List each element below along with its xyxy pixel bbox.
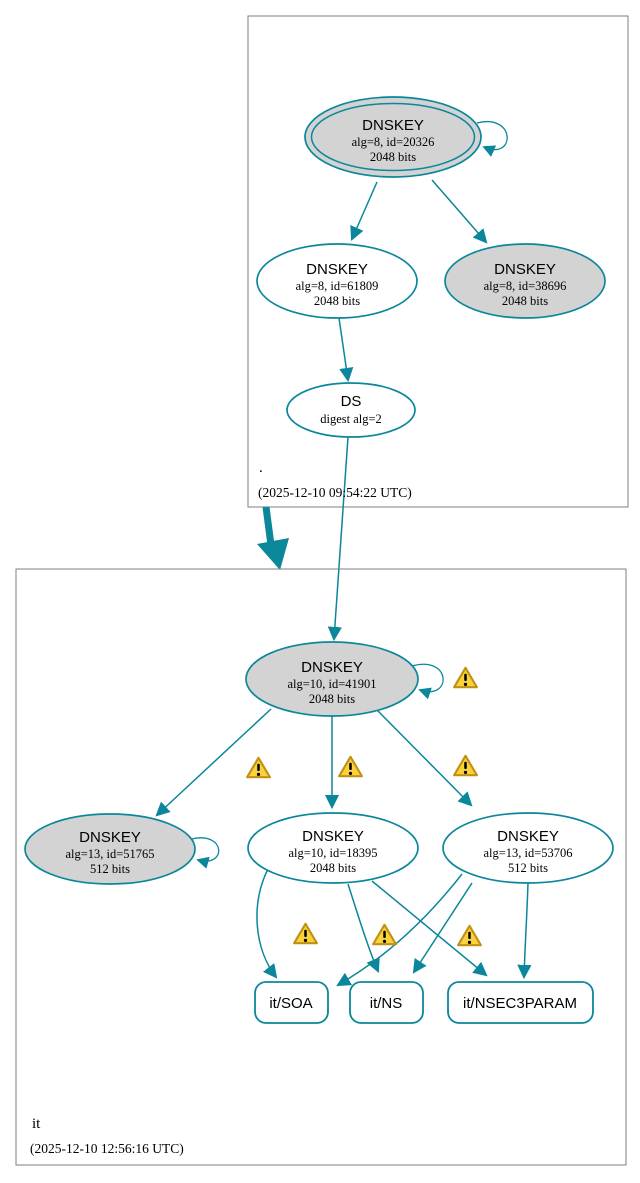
zone-box-root — [247, 15, 629, 508]
node-detail-alg: alg=10, id=18395 — [288, 846, 377, 860]
edge-20326-to-38696 — [431, 179, 488, 244]
node-detail-bits: 512 bits — [90, 862, 130, 876]
edge-18395-to-nsec3param — [371, 880, 488, 977]
node-title: DS — [341, 393, 362, 410]
warning-icon — [246, 756, 271, 779]
zone-label-it: it — [32, 1116, 41, 1132]
node-title: DNSKEY — [497, 828, 559, 845]
node-title: DNSKEY — [301, 659, 363, 676]
edge-41901-to-51765 — [155, 708, 272, 817]
rrset-it-nsec3param[interactable]: it/NSEC3PARAM — [447, 981, 594, 1024]
node-detail-bits: 512 bits — [508, 861, 548, 875]
node-title: DNSKEY — [79, 829, 141, 846]
edge-61809-to-ds — [338, 317, 354, 383]
edge-20326-to-61809 — [350, 181, 378, 241]
node-detail-alg: alg=13, id=51765 — [65, 847, 154, 861]
node-detail-alg: alg=13, id=53706 — [483, 846, 572, 860]
node-detail-bits: 2048 bits — [309, 692, 355, 706]
node-detail-alg: alg=8, id=20326 — [352, 135, 435, 149]
warning-icon — [453, 666, 478, 689]
zone-box-it — [15, 568, 627, 1166]
dnskey-node-53706[interactable]: DNSKEY alg=13, id=53706 512 bits — [442, 812, 614, 884]
rrset-it-ns[interactable]: it/NS — [349, 981, 424, 1024]
ds-node[interactable]: DS digest alg=2 — [286, 382, 416, 438]
dnskey-node-18395[interactable]: DNSKEY alg=10, id=18395 2048 bits — [247, 812, 419, 884]
edge-41901-to-53706 — [376, 709, 473, 807]
rrset-label: it/NSEC3PARAM — [463, 995, 577, 1012]
node-detail-bits: 2048 bits — [310, 861, 356, 875]
dnskey-node-51765[interactable]: DNSKEY alg=13, id=51765 512 bits — [24, 813, 196, 885]
dnskey-node-41901[interactable]: DNSKEY alg=10, id=41901 2048 bits — [245, 641, 419, 717]
warning-icon — [457, 924, 482, 947]
zone-root: DNSKEY alg=8, id=20326 2048 bits DNSKEY … — [247, 15, 629, 642]
edge-18395-to-ns — [347, 883, 380, 973]
edge-53706-to-nsec3param — [517, 882, 532, 980]
zone-it: DNSKEY alg=10, id=41901 2048 bits DNSKEY… — [15, 568, 627, 1166]
node-title: DNSKEY — [494, 261, 556, 278]
self-sign-loop-41901 — [411, 663, 444, 700]
edge-53706-to-soa — [336, 873, 463, 987]
node-detail-alg: alg=8, id=38696 — [484, 279, 567, 293]
rrset-label: it/SOA — [269, 995, 312, 1012]
dnskey-node-20326[interactable]: DNSKEY alg=8, id=20326 2048 bits — [304, 96, 482, 178]
node-title: DNSKEY — [302, 828, 364, 845]
dnskey-node-38696[interactable]: DNSKEY alg=8, id=38696 2048 bits — [444, 243, 606, 319]
delegation-arrow — [257, 506, 289, 570]
zone-timestamp-root: (2025-12-10 09:54:22 UTC) — [258, 485, 412, 500]
edge-53706-to-ns — [412, 882, 473, 974]
edge-ds-to-41901 — [327, 436, 349, 642]
warning-icon — [338, 755, 363, 778]
rrset-it-soa[interactable]: it/SOA — [254, 981, 329, 1024]
node-detail-bits: 2048 bits — [502, 294, 548, 308]
edge-18395-to-soa — [256, 868, 278, 979]
self-sign-loop-20326 — [476, 120, 508, 157]
warning-icon — [453, 754, 478, 777]
warning-icon — [293, 922, 318, 945]
dnskey-node-61809[interactable]: DNSKEY alg=8, id=61809 2048 bits — [256, 243, 418, 319]
node-detail-digest: digest alg=2 — [320, 412, 382, 426]
node-detail-alg: alg=10, id=41901 — [287, 677, 376, 691]
node-detail-bits: 2048 bits — [314, 294, 360, 308]
node-title: DNSKEY — [306, 261, 368, 278]
node-detail-alg: alg=8, id=61809 — [296, 279, 379, 293]
node-detail-bits: 2048 bits — [370, 150, 416, 164]
self-sign-loop-51765 — [191, 837, 220, 869]
zone-label-root: . — [259, 460, 263, 476]
zone-timestamp-it: (2025-12-10 12:56:16 UTC) — [30, 1141, 184, 1156]
warning-icon — [372, 923, 397, 946]
rrset-label: it/NS — [370, 995, 403, 1012]
node-title: DNSKEY — [362, 117, 424, 134]
